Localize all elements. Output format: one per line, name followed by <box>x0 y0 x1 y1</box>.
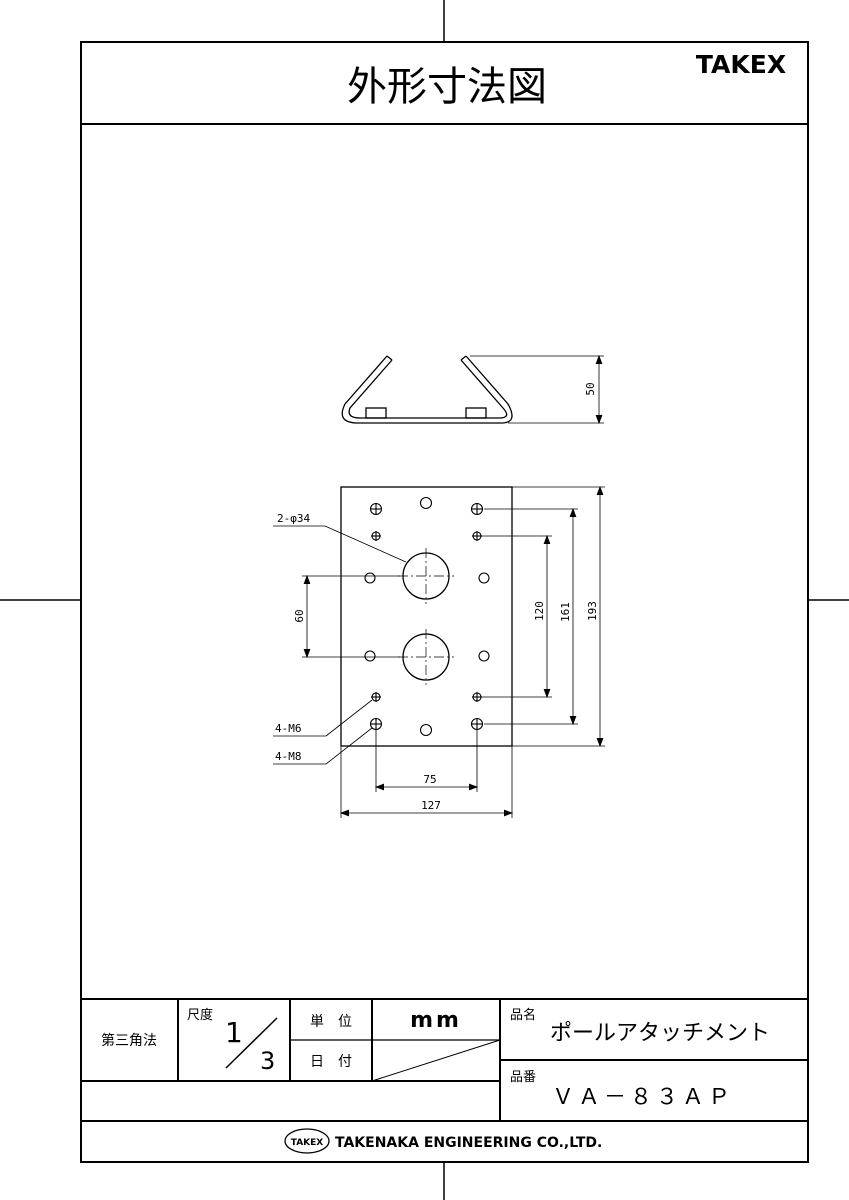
m8-holes <box>369 502 484 731</box>
scale-denominator: 3 <box>260 1047 275 1075</box>
dim-m8-height: 161 <box>559 602 572 622</box>
company-name: TAKENAKA ENGINEERING CO.,LTD. <box>335 1135 602 1151</box>
right-dimensions <box>482 485 605 748</box>
scale-numerator: 1 <box>225 1016 243 1049</box>
hole-label-m6: 4-M6 <box>275 722 302 735</box>
product-number: ＶＡ－８３ＡＰ <box>552 1085 734 1110</box>
title-block-grid <box>81 998 808 1122</box>
unit-label: 単 位 <box>310 1014 352 1030</box>
date-label: 日 付 <box>310 1054 352 1070</box>
hole-label-m8: 4-M8 <box>275 750 302 763</box>
brand-logo: TAKEX <box>696 50 786 79</box>
hole-spacing-dimension <box>302 574 400 659</box>
dim-m8-spacing: 75 <box>423 773 436 786</box>
m6-holes <box>371 531 482 702</box>
company-logo-mark: TAKEX <box>284 1128 330 1154</box>
dim-side-height: 50 <box>584 382 597 395</box>
leader-lines <box>273 525 407 765</box>
product-number-label: 品番 <box>510 1070 536 1085</box>
dim-width: 127 <box>421 799 441 812</box>
pole-hole-lower <box>398 629 454 685</box>
product-name-label: 品名 <box>510 1007 536 1023</box>
date-strike-line <box>371 1039 501 1082</box>
hole-label-large: 2-φ34 <box>277 512 310 525</box>
mounting-plate <box>340 486 513 747</box>
scale-label: 尺度 <box>187 1007 213 1023</box>
company-logo-text: TAKEX <box>291 1138 324 1148</box>
sheet-frame <box>80 41 809 1163</box>
side-view <box>341 355 513 424</box>
sheet-title: 外形寸法図 <box>347 64 547 110</box>
projection-label: 第三角法 <box>101 1032 157 1049</box>
product-name: ポールアタッチメント <box>550 1021 770 1046</box>
pole-hole-upper <box>398 548 454 604</box>
scale-slash <box>225 1017 278 1069</box>
dim-total-height: 193 <box>586 601 599 621</box>
plain-holes <box>364 496 490 737</box>
side-height-dimension <box>470 354 604 425</box>
bottom-dimensions <box>339 730 514 818</box>
unit-value: mm <box>410 1008 462 1033</box>
dim-m6-height: 120 <box>533 601 546 621</box>
dim-hole-spacing: 60 <box>293 609 306 622</box>
